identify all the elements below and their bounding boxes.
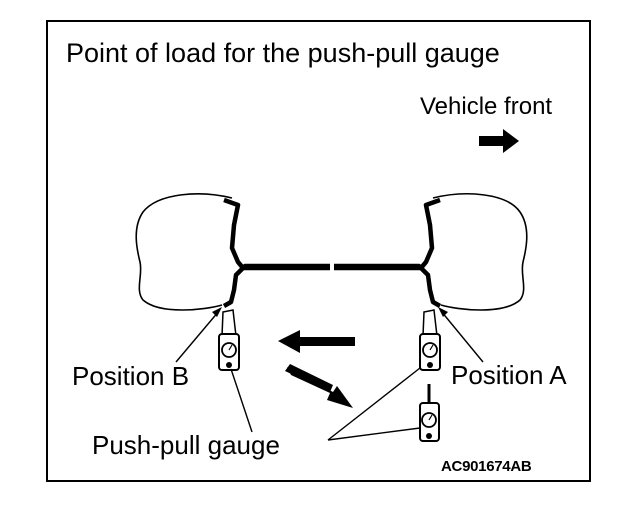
right-wheel-rim-lower [334, 263, 442, 308]
position-b-label: Position B [72, 361, 190, 391]
leader-lines [175, 307, 484, 441]
push-pull-gauge-label: Push-pull gauge [92, 430, 280, 460]
left-wheel-rim-lower [222, 263, 330, 308]
vehicle-front-label: Vehicle front [420, 93, 553, 120]
figure-code: AC901674AB [441, 458, 532, 475]
left-wheel-rim [223, 197, 330, 271]
vehicle-front-arrow [479, 129, 519, 153]
pull-direction-arrow [278, 330, 355, 353]
position-a-label: Position A [451, 360, 567, 390]
right-push-pull-gauge [419, 309, 441, 371]
right-wheel-rim [334, 197, 441, 271]
diagram-frame [46, 20, 591, 482]
diagram-title: Point of load for the push-pull gauge [66, 38, 500, 68]
right-tire-outline [432, 193, 528, 311]
diagonal-direction-arrow [285, 364, 353, 408]
left-tire-outline [135, 193, 233, 311]
push-pull-gauge-detail [419, 384, 440, 442]
left-push-pull-gauge [218, 309, 240, 371]
